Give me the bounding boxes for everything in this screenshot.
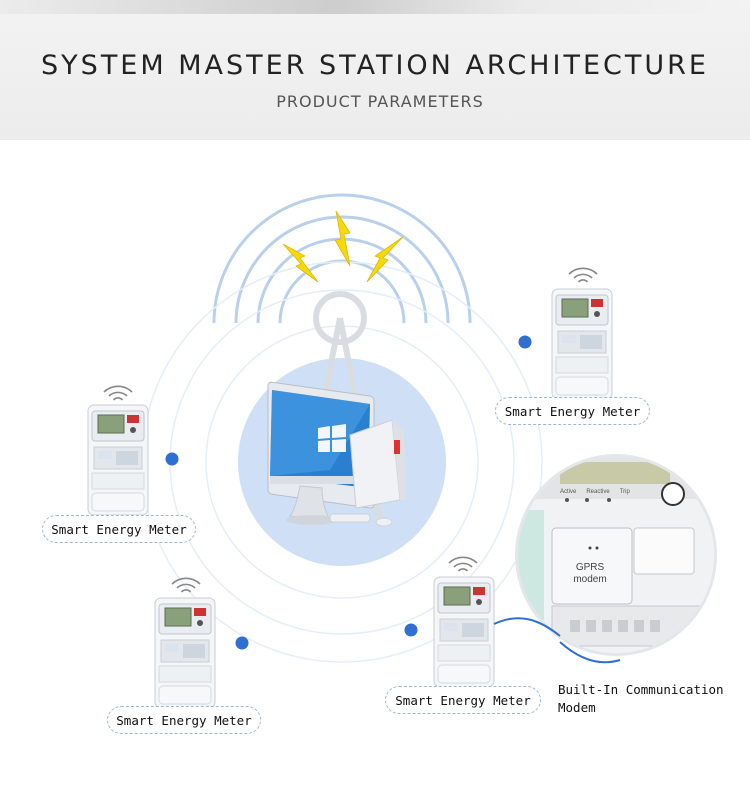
meter-label-4: Smart Energy Meter (385, 686, 541, 714)
gprs-line-2: modem (573, 574, 607, 585)
modem-caption-line-1: Built-In Communication (558, 682, 724, 697)
modem-caption: Built-In Communication Modem (558, 681, 724, 717)
computer-icon (267, 381, 406, 527)
page-title: SYSTEM MASTER STATION ARCHITECTURE (41, 50, 709, 81)
meter-label-2: Smart Energy Meter (42, 515, 196, 543)
gprs-line-1: GPRS (575, 562, 605, 573)
status-reactive: Reactive (586, 489, 610, 495)
meter-icon (433, 576, 495, 688)
modem-status-labels: Active Reactive Trip (560, 489, 650, 495)
meter-2-group (87, 385, 149, 516)
header-shade (0, 0, 750, 14)
meter-icon (551, 288, 613, 400)
connection-dots (165, 335, 532, 650)
header-band: SYSTEM MASTER STATION ARCHITECTURE PRODU… (0, 0, 750, 140)
wifi-icon (103, 385, 133, 401)
signal-arcs (212, 193, 472, 324)
meter-icon (154, 597, 216, 709)
gprs-module-label: GPRS modem (570, 562, 610, 586)
status-active: Active (560, 489, 577, 495)
page-subtitle: PRODUCT PARAMETERS (276, 92, 484, 111)
meter-3-group (154, 577, 216, 709)
meter-label-3: Smart Energy Meter (107, 706, 261, 734)
wifi-icon (171, 577, 201, 593)
meter-icon (87, 404, 149, 516)
lightning-icon (282, 210, 404, 283)
meter-1-group (551, 267, 613, 400)
modem-caption-line-2: Modem (558, 700, 596, 715)
wifi-icon (448, 556, 478, 572)
meter-4-group (433, 556, 495, 688)
wifi-icon (568, 267, 598, 283)
meter-label-1: Smart Energy Meter (495, 397, 650, 425)
modem-zoom (493, 454, 717, 664)
status-trip: Trip (619, 489, 630, 495)
